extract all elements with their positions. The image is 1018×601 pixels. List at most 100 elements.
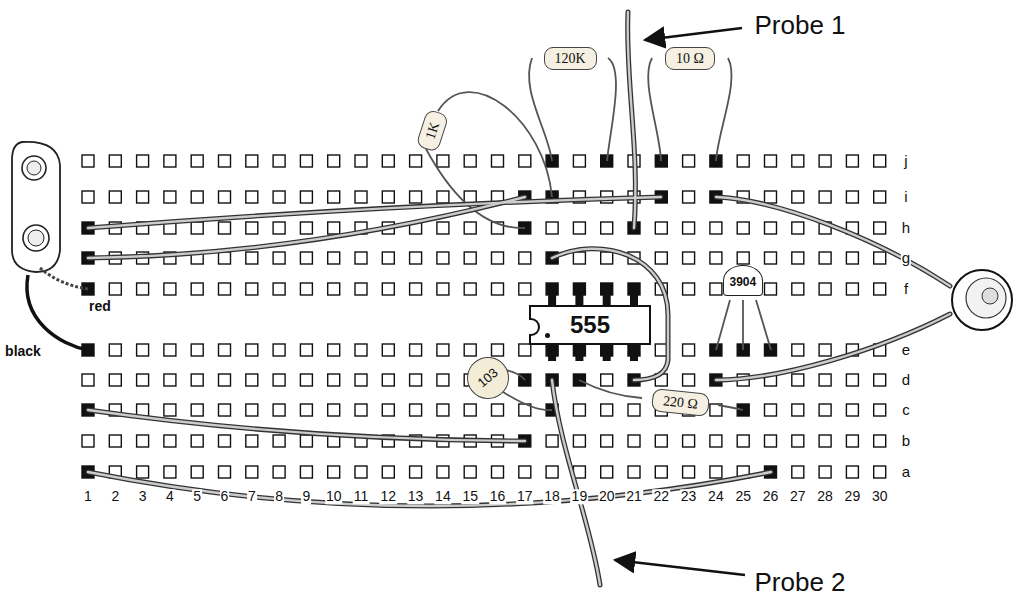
row-letter: b	[901, 433, 911, 450]
column-number: 29	[844, 489, 862, 504]
jumper-wire	[88, 410, 525, 441]
breadboard-hole	[683, 252, 695, 264]
breadboard-hole	[246, 283, 258, 295]
capacitor-symbol: 103	[458, 348, 517, 407]
pointer-arrow	[615, 560, 745, 575]
breadboard-hole	[164, 344, 176, 356]
speaker-cap	[982, 288, 998, 304]
breadboard-hole	[519, 252, 531, 264]
breadboard-hole	[737, 252, 749, 264]
breadboard-hole	[82, 155, 94, 167]
breadboard-hole	[683, 344, 695, 356]
column-number: 3	[138, 489, 148, 504]
breadboard-hole	[164, 283, 176, 295]
breadboard-hole	[819, 374, 831, 386]
breadboard-hole	[819, 191, 831, 203]
breadboard-hole	[546, 466, 558, 478]
breadboard-hole	[710, 435, 722, 447]
red-lead	[40, 268, 88, 289]
breadboard-hole	[328, 252, 340, 264]
wire-color-label: black	[4, 344, 42, 359]
battery-clip	[12, 142, 88, 350]
column-number: 6	[220, 489, 230, 504]
breadboard-hole	[765, 404, 777, 416]
component-leads	[426, 58, 771, 410]
column-number: 20	[598, 489, 616, 504]
breadboard-hole	[328, 466, 340, 478]
breadboard-hole	[792, 374, 804, 386]
column-number: 9	[301, 489, 311, 504]
breadboard-hole	[219, 191, 231, 203]
breadboard-hole	[109, 283, 121, 295]
breadboard-hole	[765, 191, 777, 203]
breadboard-hole	[328, 283, 340, 295]
breadboard-hole	[464, 222, 476, 234]
chip-pin	[603, 344, 611, 361]
breadboard-hole	[219, 404, 231, 416]
breadboard-hole	[546, 222, 558, 234]
column-number: 13	[407, 489, 425, 504]
component-lead	[529, 58, 552, 161]
breadboard-hole	[137, 191, 149, 203]
breadboard-hole	[765, 155, 777, 167]
breadboard-hole	[846, 191, 858, 203]
breadboard-hole	[191, 435, 203, 447]
black-lead	[27, 275, 88, 350]
component-lead	[716, 300, 730, 350]
breadboard-hole	[300, 283, 312, 295]
speaker-rim	[952, 270, 1012, 330]
jumper-wire	[88, 197, 661, 228]
column-number: 26	[762, 489, 780, 504]
breadboard-hole	[382, 283, 394, 295]
wire-color-label: red	[88, 299, 112, 314]
column-number: 17	[516, 489, 534, 504]
breadboard-hole	[464, 155, 476, 167]
breadboard-hole	[219, 252, 231, 264]
breadboard-hole	[109, 155, 121, 167]
row-letter: g	[901, 250, 911, 267]
component-lead	[503, 392, 552, 410]
breadboard-hole	[191, 191, 203, 203]
breadboard-hole	[519, 155, 531, 167]
column-number: 27	[789, 489, 807, 504]
resistor-symbol: 1K	[415, 108, 449, 152]
breadboard-hole	[355, 466, 367, 478]
column-number: 23	[680, 489, 698, 504]
breadboard-hole	[846, 404, 858, 416]
breadboard-hole	[683, 374, 695, 386]
breadboard-hole	[874, 252, 886, 264]
breadboard-hole	[246, 374, 258, 386]
breadboard-hole	[246, 155, 258, 167]
breadboard-hole	[191, 344, 203, 356]
breadboard-hole	[137, 344, 149, 356]
breadboard-hole	[300, 374, 312, 386]
breadboard-hole	[355, 191, 367, 203]
pointer-arrow	[645, 28, 742, 40]
breadboard-hole	[464, 283, 476, 295]
transistor-symbol: 3904	[723, 265, 764, 296]
column-number: 1	[83, 489, 93, 504]
jumper-wire-core	[88, 472, 771, 506]
breadboard-hole	[164, 435, 176, 447]
breadboard-hole	[819, 404, 831, 416]
breadboard-hole	[382, 191, 394, 203]
breadboard-hole	[573, 404, 585, 416]
breadboard-hole	[655, 466, 667, 478]
breadboard-hole	[164, 404, 176, 416]
breadboard-hole	[737, 404, 749, 416]
breadboard-hole	[792, 283, 804, 295]
breadboard-hole	[164, 155, 176, 167]
breadboard-hole	[410, 404, 422, 416]
column-number: 4	[165, 489, 175, 504]
breadboard-hole	[246, 344, 258, 356]
breadboard-hole	[328, 191, 340, 203]
breadboard-hole	[355, 404, 367, 416]
breadboard-hole	[109, 344, 121, 356]
component-lead	[648, 58, 661, 161]
breadboard-hole	[109, 191, 121, 203]
chip-pin	[603, 289, 611, 306]
breadboard-hole	[300, 344, 312, 356]
breadboard-hole	[300, 466, 312, 478]
breadboard-hole	[628, 435, 640, 447]
breadboard-hole	[792, 404, 804, 416]
